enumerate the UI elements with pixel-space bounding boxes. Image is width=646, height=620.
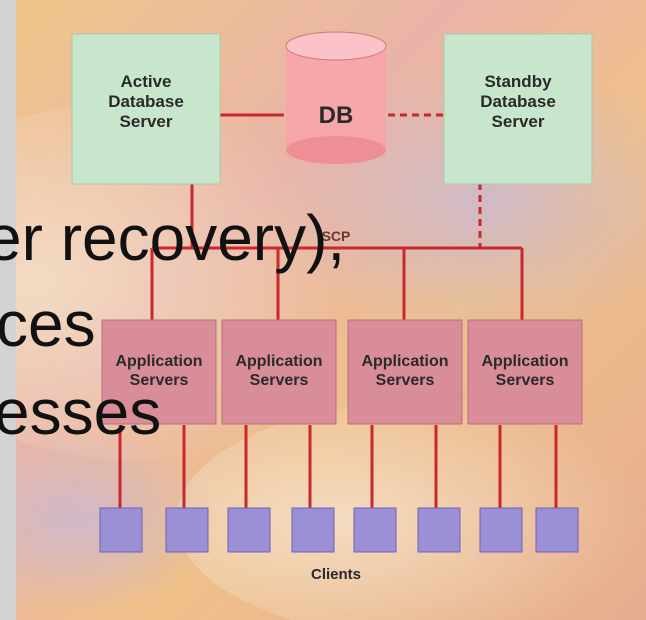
active-server-label-line: Database — [108, 92, 184, 111]
client-box — [291, 507, 335, 553]
app-server-label: Application Servers — [348, 352, 462, 390]
database-body — [286, 46, 386, 150]
slide-bullet-text: esses — [0, 376, 162, 448]
slide-background-strip — [0, 0, 16, 620]
standby-server-box — [443, 33, 593, 185]
database-top — [285, 31, 387, 61]
network-label: SCP — [321, 228, 351, 244]
client-box — [353, 507, 397, 553]
active-server-label-line: Server — [119, 112, 173, 131]
slide-bullet-text: ces — [0, 288, 96, 360]
app-server-label: Application Servers — [102, 352, 216, 390]
app-server-label-line: Application — [481, 353, 569, 370]
app-server-label-line: Servers — [495, 372, 555, 389]
client-box — [165, 507, 209, 553]
slide-bullet-text: er recovery), — [0, 202, 346, 274]
standby-server-label-line: Standby — [484, 72, 552, 91]
client-box — [479, 507, 523, 553]
app-server-label-line: Servers — [249, 372, 309, 389]
standby-server-label-line: Server — [491, 112, 545, 131]
active-server-label: Active Database Server — [72, 72, 220, 132]
clients-label: Clients — [310, 566, 361, 583]
standby-server-label: Standby Database Server — [444, 72, 592, 132]
app-server-label-line: Application — [115, 353, 203, 370]
app-server-box — [101, 319, 217, 425]
app-server-box — [467, 319, 583, 425]
client-box — [99, 507, 143, 553]
client-box — [535, 507, 579, 553]
database-label: DB — [318, 102, 354, 129]
app-server-label-line: Application — [235, 353, 323, 370]
background-cloud — [176, 400, 646, 620]
app-server-label-line: Application — [361, 353, 449, 370]
app-server-label: Application Servers — [222, 352, 336, 390]
database-bottom — [286, 136, 386, 164]
standby-server-label-line: Database — [480, 92, 556, 111]
active-server-label-line: Active — [120, 72, 172, 91]
database-cylinder — [285, 31, 387, 164]
app-server-label-line: Servers — [129, 372, 189, 389]
app-server-box — [221, 319, 337, 425]
app-server-box — [347, 319, 463, 425]
active-server-box — [71, 33, 221, 185]
client-box — [417, 507, 461, 553]
app-server-label-line: Servers — [375, 372, 435, 389]
client-box — [227, 507, 271, 553]
app-server-label: Application Servers — [468, 352, 582, 390]
